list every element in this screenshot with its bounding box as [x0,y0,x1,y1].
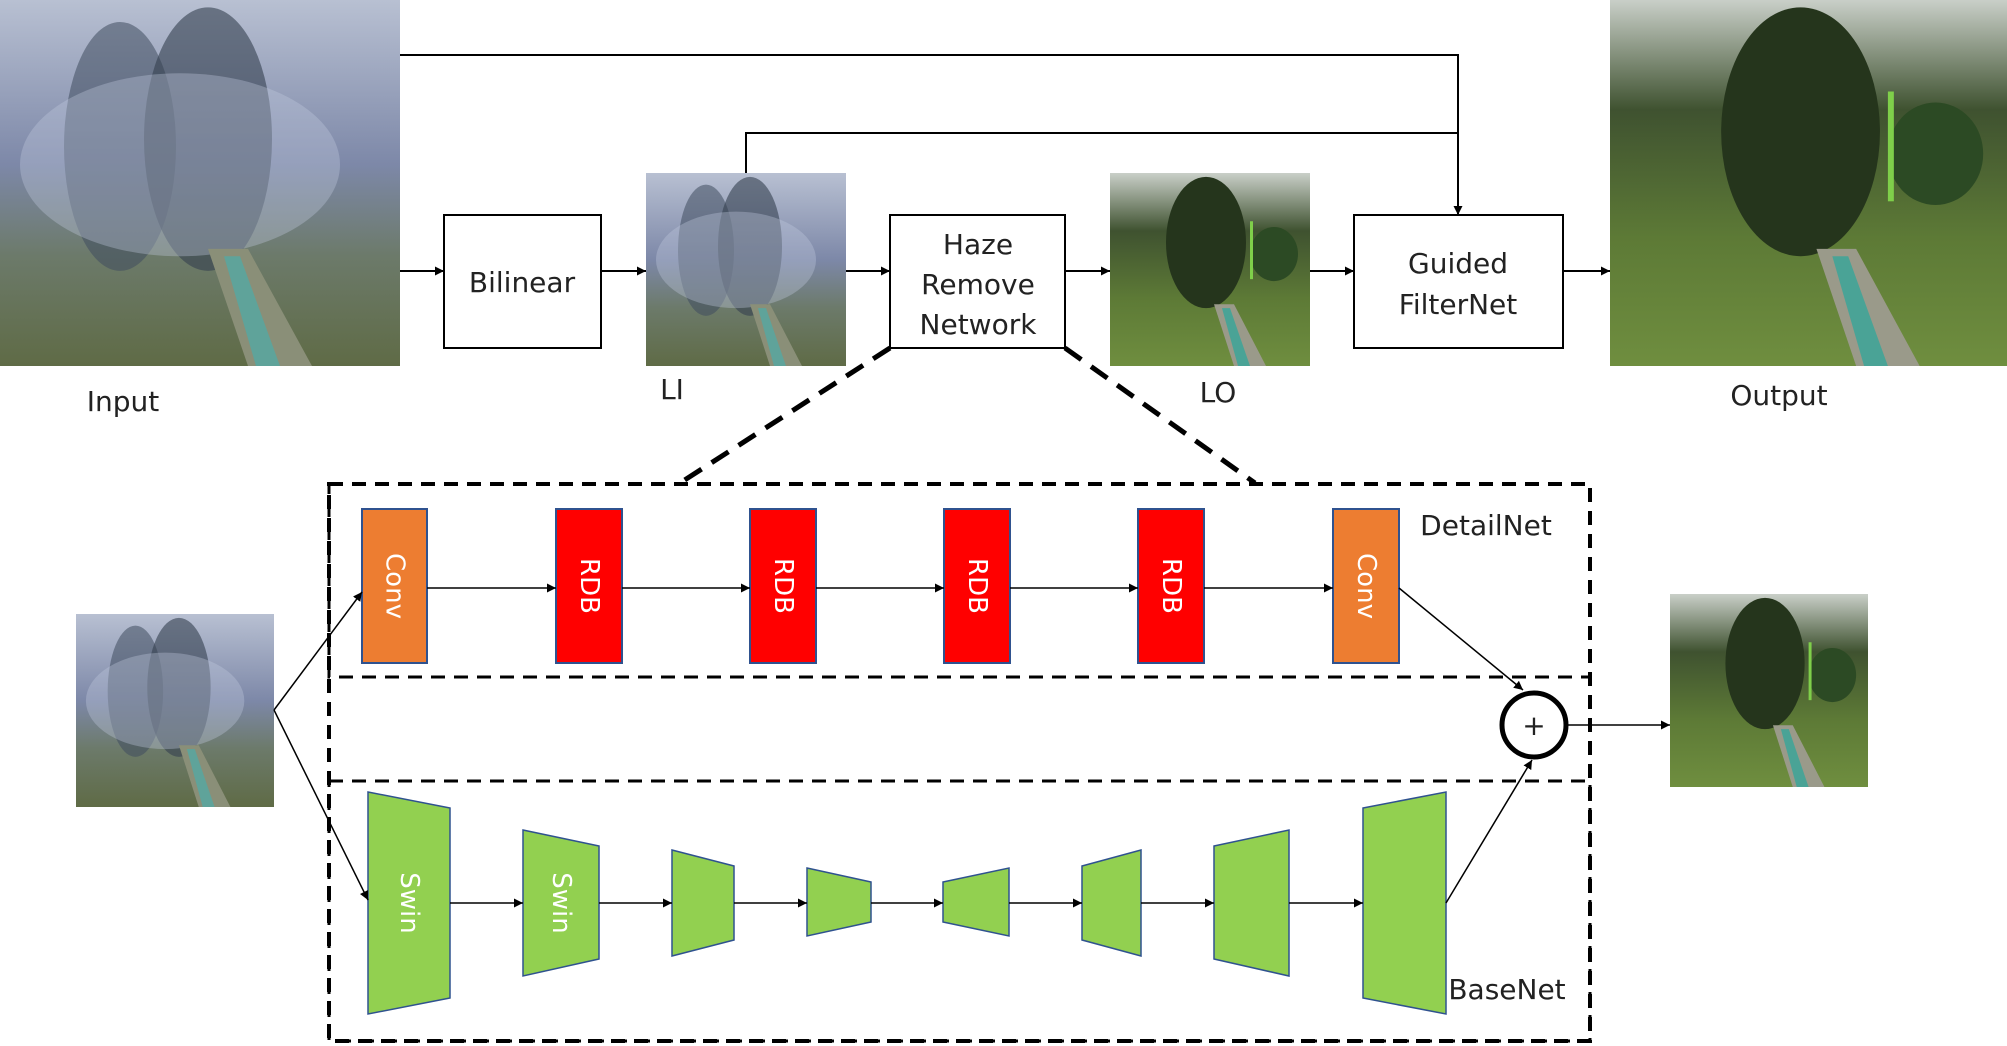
arrow-detailnet-to-sum [1398,587,1524,691]
arrow-input-to-detailnet [273,591,363,711]
detailnet-conv-block-2 [1332,508,1400,664]
basenet-decoder-block-1 [942,867,1010,937]
detailnet-rdb-label-4: RDB [1156,558,1186,614]
haze-remove-network-box [889,214,1066,349]
detailnet-rdb-label-2: RDB [768,558,798,614]
output-label: Output [1730,379,1827,412]
input-image [0,0,400,366]
haze-remove-line-1: Haze [943,228,1013,261]
detailnet-rdb-block-2 [749,508,817,664]
detailnet-rdb-block-4 [1137,508,1205,664]
detailnet-conv-label-2: Conv [1351,553,1381,619]
network-input-image [76,614,274,807]
basenet-region [327,779,1592,1043]
basenet-decoder-block-3 [1213,829,1290,977]
bilinear-box [443,214,602,349]
detailnet-rdb-block-3 [943,508,1011,664]
detailnet-blocks: Conv RDB RDB RDB RDB Conv [361,508,1400,664]
sum-node [1499,690,1569,760]
lo-label: LO [1200,376,1237,409]
detailnet-rdb-label-1: RDB [574,558,604,614]
detailnet-conv-label-1: Conv [380,553,410,619]
guided-filternet-box [1353,214,1564,349]
arrow-input-skip-to-guided-filter [400,54,1463,215]
detailnet-title: DetailNet [1420,509,1552,542]
detailnet-conv-block-1 [361,508,428,664]
detailnet-region [327,482,1592,679]
li-label: LI [660,373,684,406]
output-image [1610,0,2007,366]
detailnet-rdb-block-1 [555,508,623,664]
arrow-basenet-to-sum [1445,759,1533,904]
arrow-input-to-basenet [273,709,369,901]
bilinear-label: Bilinear [469,266,576,299]
basenet-swin-label-2: Swin [546,872,576,933]
li-image [646,173,846,366]
arrow-li-skip-to-guided-filter [745,132,1458,173]
zoom-line-right [1063,345,1257,486]
basenet-blocks [367,791,1447,1015]
haze-remove-line-2: Remove [921,268,1035,301]
basenet-decoder-block-4 [1362,791,1447,1015]
sum-symbol: + [1522,709,1545,742]
guided-filternet-line-1: Guided [1408,247,1508,280]
basenet-swin-label-1: Swin [394,872,424,933]
basenet-encoder-block-2 [806,867,872,937]
zoom-line-left [678,345,892,486]
input-label: Input [87,385,160,418]
basenet-swin-block-2 [522,829,600,977]
basenet-title: BaseNet [1448,973,1565,1006]
basenet-encoder-block-1 [671,849,735,957]
basenet-decoder-block-2 [1081,849,1142,957]
guided-filternet-line-2: FilterNet [1399,288,1518,321]
network-output-image [1670,594,1868,787]
lo-image [1110,173,1310,366]
basenet-swin-block-1 [367,791,451,1015]
haze-remove-line-3: Network [920,308,1038,341]
detailnet-rdb-label-3: RDB [962,558,992,614]
